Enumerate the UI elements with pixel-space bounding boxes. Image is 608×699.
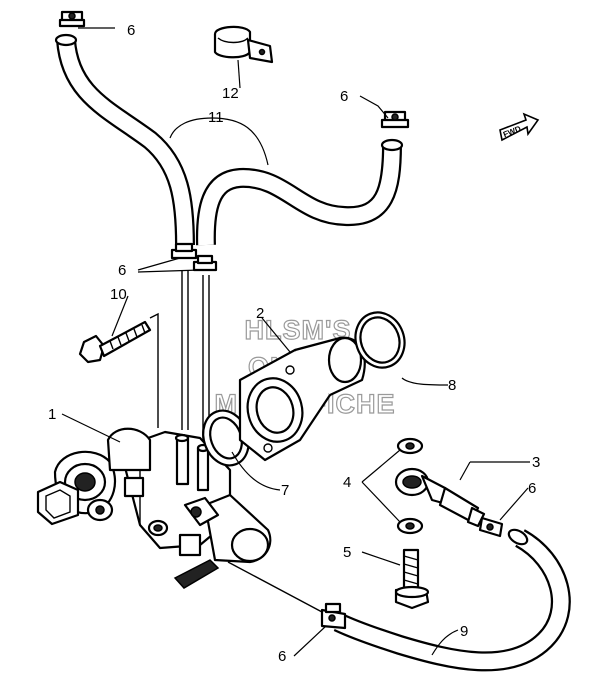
callout-6-right: 6	[340, 88, 348, 105]
hose-clamp-part-6-right	[380, 110, 410, 129]
callout-11: 11	[208, 109, 224, 126]
bolt-part-10	[78, 312, 159, 428]
hose-clamp-part-6-top	[58, 10, 86, 28]
oil-supply-lines	[181, 270, 210, 445]
hose-part-11-right	[195, 138, 404, 246]
leader-lines	[61, 27, 530, 657]
washer-part-4-lower	[396, 517, 424, 535]
fwd-label: FWD	[502, 124, 522, 139]
routing-line-pump-to-clamp	[227, 561, 323, 613]
banjo-fitting-part-3	[394, 467, 486, 528]
bracket-part-12	[213, 25, 274, 64]
callout-6-bottom: 6	[278, 648, 286, 665]
callout-4: 4	[343, 474, 351, 491]
callout-5: 5	[343, 544, 351, 561]
hose-clamp-part-6-lower-right	[478, 516, 504, 538]
hose-clamp-part-6-bottom	[320, 602, 347, 630]
watermark-line-1: HLSM'S	[245, 315, 352, 345]
callout-10: 10	[110, 286, 127, 303]
hose-clamps-part-6-middle	[170, 242, 218, 272]
callout-9: 9	[460, 623, 468, 640]
callout-6-top: 6	[127, 22, 135, 39]
callout-6-lower-right: 6	[528, 480, 536, 497]
callout-labels: 6 12 6 11 6 10 2 8 1 3 4 6 7 5 9 6	[48, 22, 540, 665]
callout-8: 8	[448, 377, 456, 394]
hose-part-9	[333, 528, 571, 672]
washer-part-4-upper	[396, 437, 424, 455]
callout-2: 2	[256, 305, 264, 322]
oil-pump-part-1	[36, 427, 272, 589]
callout-6-middle: 6	[118, 262, 126, 279]
o-ring-part-8	[354, 311, 406, 369]
callout-1: 1	[48, 406, 56, 423]
callout-7: 7	[281, 482, 289, 499]
hose-part-11-left	[54, 33, 195, 246]
callout-3: 3	[532, 454, 540, 471]
forward-direction-arrow: FWD	[499, 112, 540, 142]
drive-housing-part-2	[238, 336, 366, 462]
callout-12: 12	[222, 85, 239, 102]
banjo-bolt-part-5	[394, 548, 430, 610]
